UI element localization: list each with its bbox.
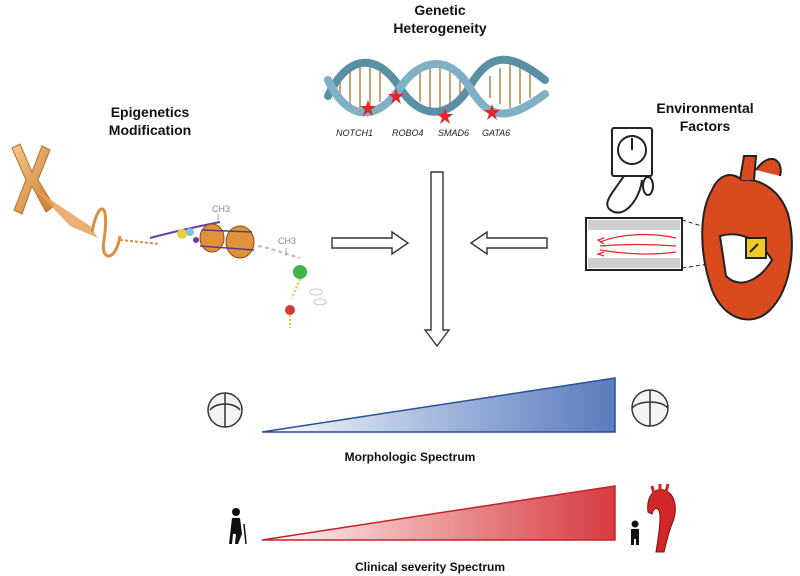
- epigenetics-modification-title: Epigenetics Modification: [85, 104, 215, 139]
- mutation-star-icon: [484, 104, 500, 120]
- arrow-left-icon: [469, 230, 548, 256]
- epigenetics-title-line2: Modification: [108, 121, 192, 138]
- dna-helix-icon: [324, 55, 549, 118]
- mutation-star-icon: [388, 88, 404, 104]
- chromosome-icon: [11, 143, 55, 215]
- chromatin-fiber-icon: [36, 190, 161, 258]
- mutation-star-icons: [360, 88, 500, 124]
- gene-label-smad6: SMAD6: [438, 128, 470, 138]
- gene-label-gata6: GATA6: [482, 128, 511, 138]
- methyl-label-1: CH3: [212, 204, 230, 214]
- methyl-label-2: CH3: [278, 236, 296, 246]
- mutation-star-icon: [437, 108, 453, 124]
- genetic-title-line2: Heterogeneity: [393, 19, 487, 36]
- methyl-label-1-text: CH3: [212, 204, 231, 214]
- environmental-title-line1: Environmental: [656, 100, 754, 116]
- genetic-title-line1: Genetic: [414, 2, 466, 18]
- methyl-label-2-text: CH3: [278, 236, 297, 246]
- genetic-heterogeneity-title: Genetic Heterogeneity: [370, 2, 510, 37]
- mutation-star-icon: [360, 100, 376, 116]
- heart-icon: [701, 155, 793, 321]
- blood-flow-box-icon: [585, 217, 749, 271]
- epigenetics-title-line1: Epigenetics: [110, 104, 190, 120]
- clinical-severity-spectrum-label: Clinical severity Spectrum: [354, 560, 506, 574]
- morphologic-spectrum-label: Morphologic Spectrum: [344, 450, 476, 464]
- morphologic-spectrum: [207, 377, 669, 433]
- arrow-down-icon: [423, 171, 451, 348]
- gene-label-notch1: NOTCH1: [336, 128, 374, 138]
- arrow-right-icon: [331, 230, 410, 256]
- aorta-icon: [647, 483, 676, 553]
- gene-label-robo4: ROBO4: [392, 128, 424, 138]
- nucleosome-icon: [149, 214, 301, 259]
- methylation-ball-icons: [285, 265, 327, 328]
- arrows: [331, 171, 548, 348]
- environmental-factors-title: Environmental Factors: [640, 100, 770, 135]
- clinical-gradient-bar: [261, 485, 616, 541]
- environmental-title-line2: Factors: [679, 117, 731, 134]
- child-icon: [631, 520, 639, 545]
- elderly-person-icon: [229, 508, 247, 545]
- bicuspid-valve-icon: [207, 392, 243, 428]
- tricuspid-valve-icon: [631, 389, 669, 427]
- clinical-spectrum: [229, 483, 676, 553]
- blood-pressure-gauge-icon: [606, 127, 654, 214]
- morphologic-gradient-bar: [261, 377, 616, 433]
